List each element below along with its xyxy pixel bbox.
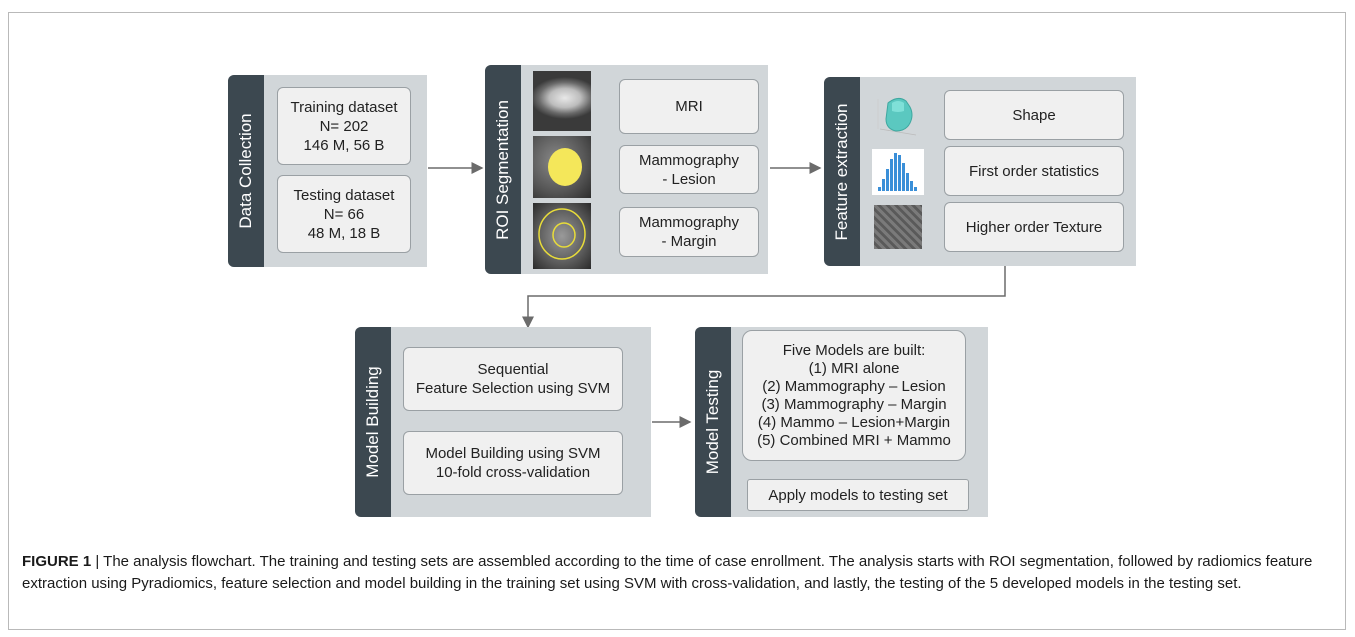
feature-extraction-tab: Feature extraction bbox=[824, 77, 860, 266]
histogram-icon bbox=[872, 149, 924, 195]
data-collection-tab: Data Collection bbox=[228, 75, 264, 267]
shape-box: Shape bbox=[944, 90, 1124, 140]
model-building-panel: Model Building Sequential Feature Select… bbox=[355, 327, 651, 517]
model-1-label: (1) MRI alone bbox=[808, 359, 900, 377]
model-2-label: (2) Mammography – Lesion bbox=[762, 377, 946, 395]
data-collection-panel: Data Collection Training dataset N= 202 … bbox=[228, 75, 427, 267]
mammography-margin-label-1: Mammography bbox=[638, 214, 740, 231]
mammography-lesion-box: Mammography - Lesion bbox=[619, 145, 759, 194]
model-4-label: (4) Mammo – Lesion+Margin bbox=[757, 413, 951, 431]
mammography-margin-box: Mammography - Margin bbox=[619, 207, 759, 257]
first-order-statistics-label: First order statistics bbox=[968, 162, 1100, 180]
five-models-box: Five Models are built: (1) MRI alone (2)… bbox=[742, 330, 966, 461]
training-dataset-split: 146 M, 56 B bbox=[303, 136, 385, 154]
testing-dataset-split: 48 M, 18 B bbox=[307, 224, 381, 242]
feature-selection-label-2: Feature Selection using SVM bbox=[415, 380, 611, 397]
feature-selection-box: Sequential Feature Selection using SVM bbox=[403, 347, 623, 411]
feature-selection-label-1: Sequential bbox=[477, 361, 549, 378]
model-testing-panel: Model Testing Five Models are built: (1)… bbox=[695, 327, 988, 517]
mammography-lesion-label-2: - Lesion bbox=[662, 170, 716, 188]
shape-label: Shape bbox=[1012, 106, 1056, 124]
margin-thumbnail-image bbox=[533, 203, 591, 269]
roi-segmentation-tab: ROI Segmentation bbox=[485, 65, 521, 274]
mri-label: MRI bbox=[675, 98, 703, 115]
caption-text: The analysis flowchart. The training and… bbox=[22, 553, 1313, 592]
testing-dataset-label: Testing dataset bbox=[293, 186, 395, 204]
higher-order-texture-label: Higher order Texture bbox=[965, 218, 1103, 236]
figure-label: FIGURE 1 bbox=[22, 553, 92, 570]
apply-models-box: Apply models to testing set bbox=[747, 479, 969, 511]
figure-caption: FIGURE 1 | The analysis flowchart. The t… bbox=[22, 551, 1334, 595]
testing-dataset-n: N= 66 bbox=[323, 205, 365, 223]
texture-thumbnail-image bbox=[874, 205, 922, 249]
data-collection-title: Data Collection bbox=[236, 113, 255, 229]
mammography-margin-label-2: - Margin bbox=[661, 233, 717, 250]
testing-dataset-box: Testing dataset N= 66 48 M, 18 B bbox=[277, 175, 411, 253]
model-building-svm-label-1: Model Building using SVM bbox=[425, 445, 601, 462]
model-building-svm-label-2: 10-fold cross-validation bbox=[435, 464, 591, 481]
apply-models-label: Apply models to testing set bbox=[768, 486, 948, 504]
higher-order-texture-box: Higher order Texture bbox=[944, 202, 1124, 252]
model-testing-tab: Model Testing bbox=[695, 327, 731, 517]
caption-separator: | bbox=[91, 553, 104, 570]
five-models-heading: Five Models are built: bbox=[782, 341, 926, 359]
mammography-lesion-label-1: Mammography bbox=[638, 151, 740, 169]
training-dataset-n: N= 202 bbox=[319, 117, 369, 135]
training-dataset-box: Training dataset N= 202 146 M, 56 B bbox=[277, 87, 411, 165]
roi-segmentation-title: ROI Segmentation bbox=[493, 99, 512, 240]
roi-segmentation-panel: ROI Segmentation MRI Mammography - Lesio… bbox=[485, 65, 768, 274]
training-dataset-label: Training dataset bbox=[290, 98, 398, 116]
feature-extraction-panel: Feature extraction Shape First order sta… bbox=[824, 77, 1136, 266]
model-testing-title: Model Testing bbox=[703, 369, 722, 475]
shape-3d-icon bbox=[872, 89, 924, 139]
mri-box: MRI bbox=[619, 79, 759, 134]
model-5-label: (5) Combined MRI + Mammo bbox=[757, 431, 951, 449]
model-building-svm-box: Model Building using SVM 10-fold cross-v… bbox=[403, 431, 623, 495]
model-3-label: (3) Mammography – Margin bbox=[761, 395, 947, 413]
first-order-statistics-box: First order statistics bbox=[944, 146, 1124, 196]
model-building-tab: Model Building bbox=[355, 327, 391, 517]
figure-frame bbox=[8, 12, 1346, 630]
model-building-title: Model Building bbox=[363, 366, 382, 478]
mri-thumbnail-image bbox=[533, 71, 591, 131]
arrow-extraction-to-building bbox=[522, 265, 1006, 329]
lesion-thumbnail-image bbox=[533, 136, 591, 198]
feature-extraction-title: Feature extraction bbox=[832, 102, 851, 241]
